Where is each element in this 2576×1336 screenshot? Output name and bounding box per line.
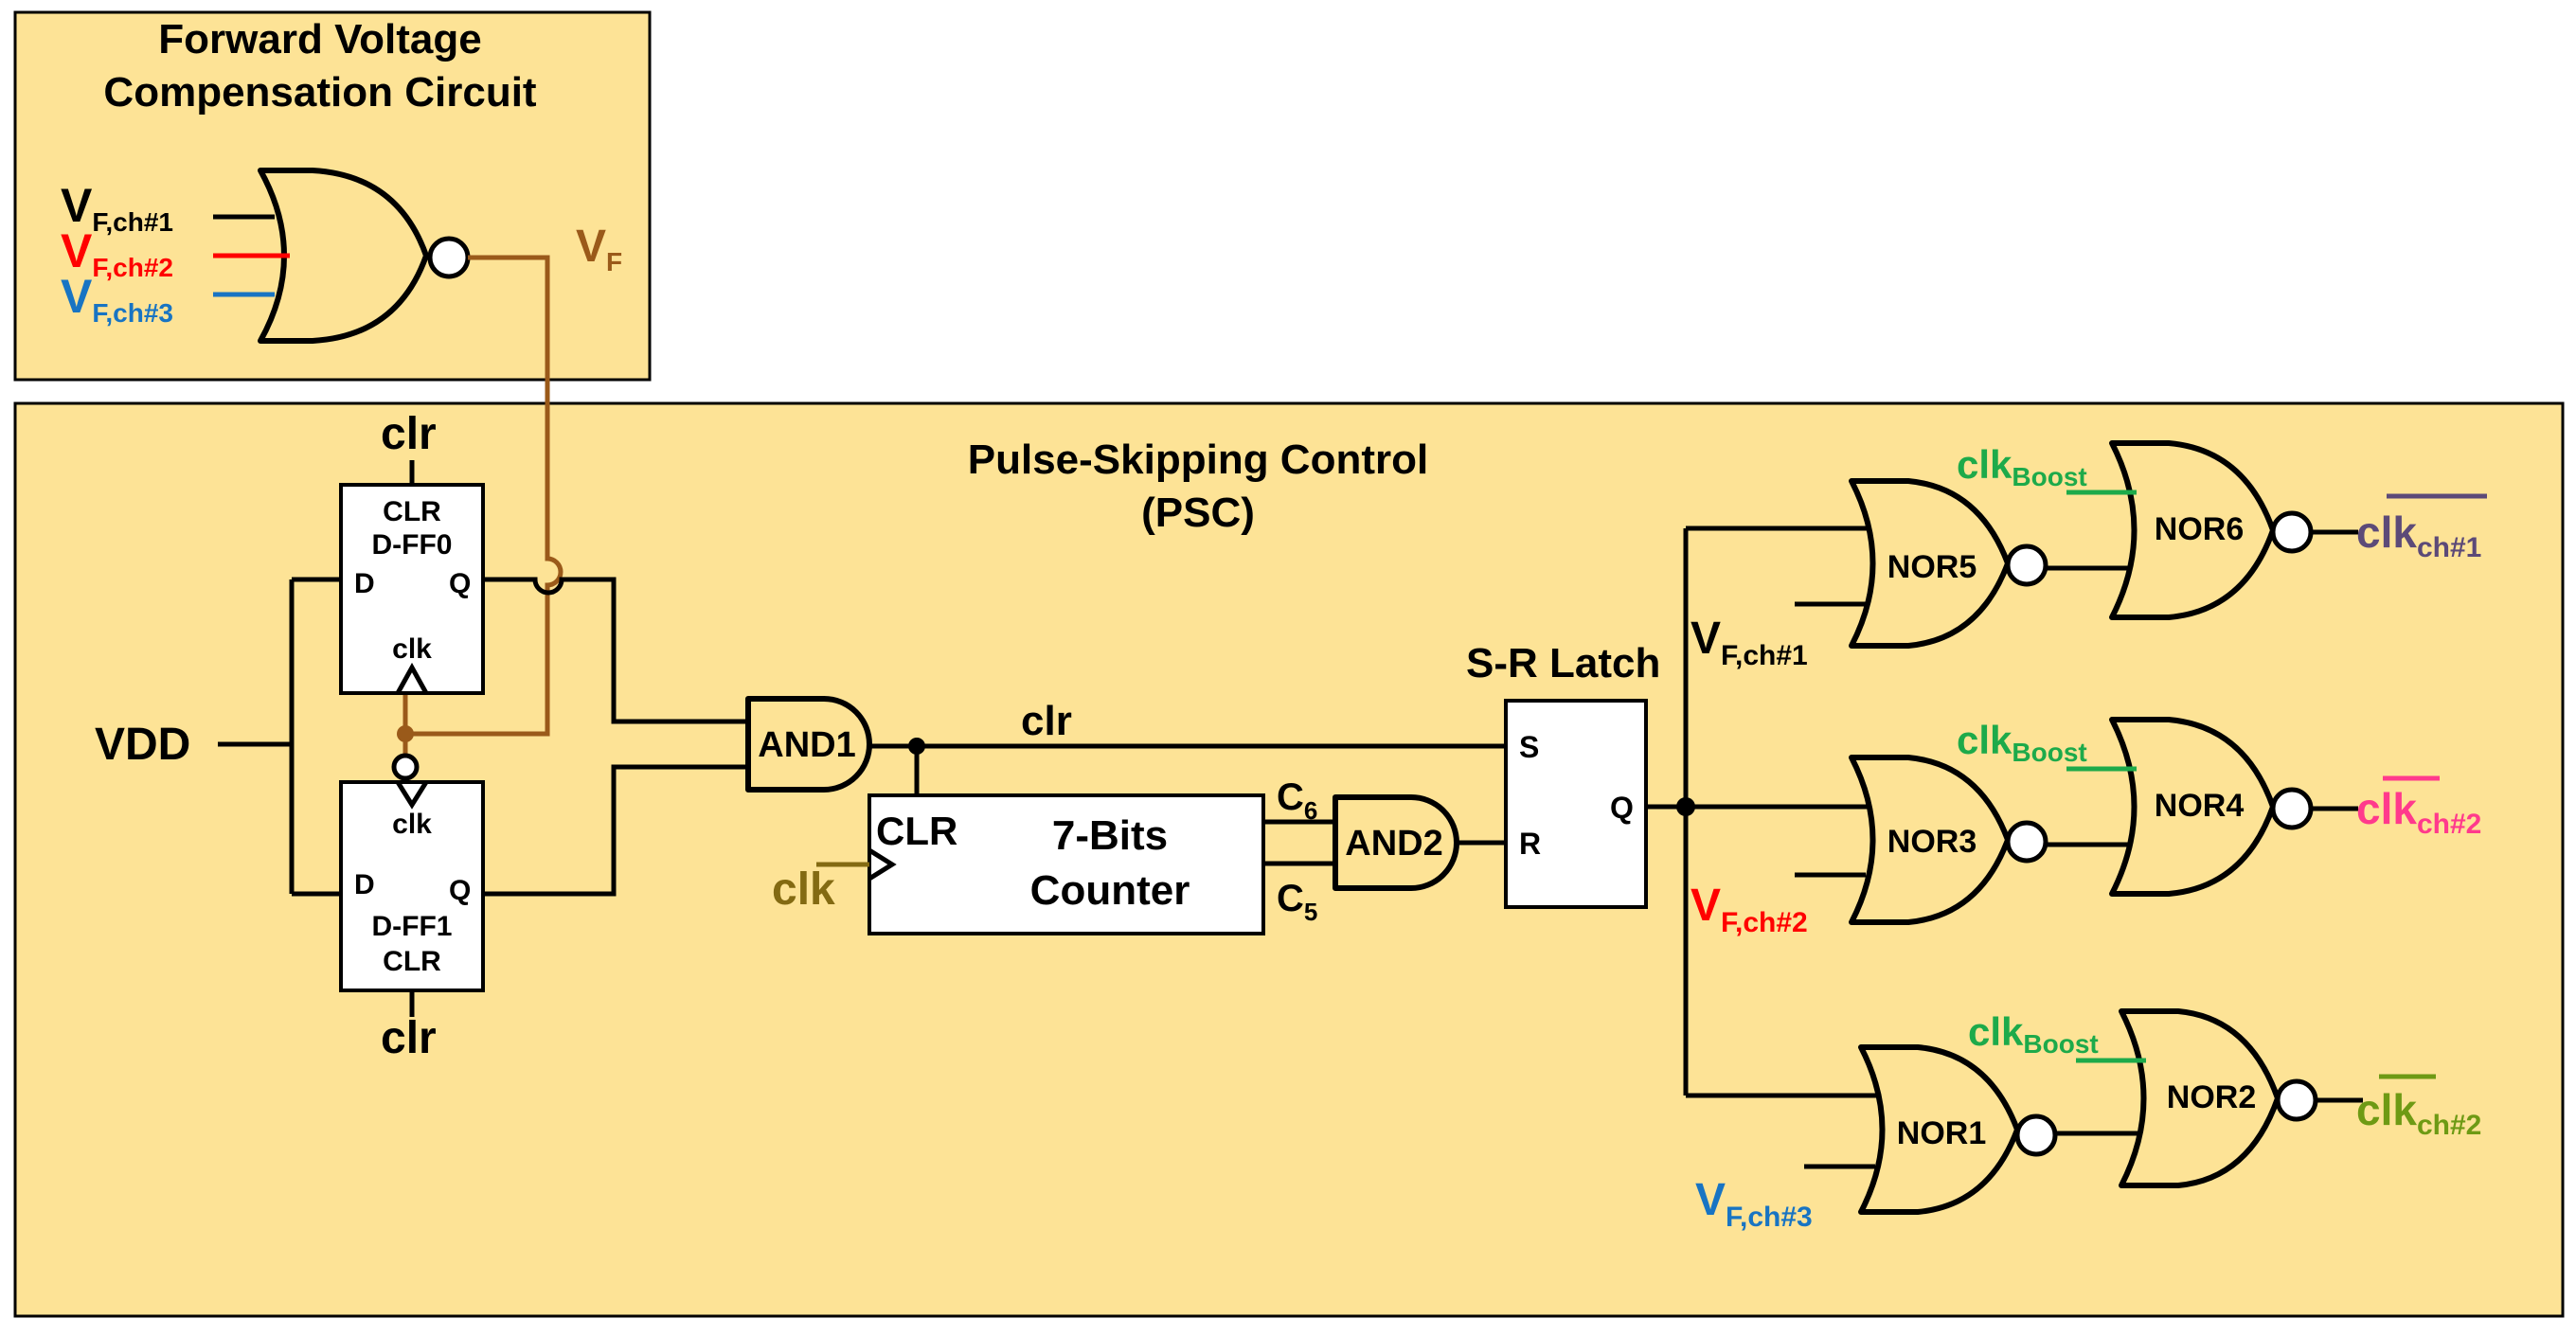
latch-s: S — [1519, 730, 1539, 764]
dff0-q: Q — [449, 568, 471, 599]
latch-title: S-R Latch — [1466, 640, 1660, 686]
clk-ch1-output-label: clkch#1 — [2356, 508, 2481, 563]
counter-clk-label: clk — [772, 864, 835, 915]
clk-boost-1-label: clkBoost — [1957, 442, 2087, 491]
nor1-bubble — [2014, 1113, 2058, 1157]
nor2-label: NOR2 — [2167, 1079, 2256, 1115]
psc-title-line2: (PSC) — [1141, 490, 1255, 536]
fvc-nor-bubble — [427, 236, 471, 279]
nor4-gate — [2109, 717, 2276, 897]
latch-r: R — [1519, 827, 1541, 861]
clk-boost-3-label: clkBoost — [1968, 1009, 2099, 1059]
dff1-clk: clk — [392, 809, 432, 840]
nor3-label: NOR3 — [1887, 824, 1977, 860]
vf-ch1-label: VF,ch#1 — [1690, 614, 1808, 671]
and1-gate — [745, 696, 872, 793]
counter-line1: 7-Bits — [1052, 812, 1168, 859]
clr-top-label: clr — [381, 409, 437, 459]
dff0-clr: CLR — [383, 496, 441, 527]
and2-gate — [1333, 794, 1459, 891]
nor1-gate — [1858, 1044, 2020, 1215]
counter-clr: CLR — [876, 809, 957, 853]
dff0-clk: clk — [392, 633, 432, 665]
dff0-clk-triangle — [395, 662, 429, 695]
counter-clk-triangle — [868, 847, 897, 882]
and1-label: AND1 — [758, 725, 855, 765]
clk-ch2-b-output-label: clkch#2 — [2356, 1085, 2481, 1141]
dff1-clk-triangle — [395, 780, 429, 810]
vf-ch2-label: VF,ch#2 — [1690, 881, 1808, 938]
counter-box — [868, 793, 1265, 935]
nor6-label: NOR6 — [2155, 511, 2244, 547]
nor5-bubble — [2005, 543, 2048, 587]
fvc-title-line2: Compensation Circuit — [103, 69, 536, 116]
and2-label: AND2 — [1345, 824, 1442, 864]
nor4-label: NOR4 — [2155, 788, 2245, 824]
dff0-box — [339, 483, 485, 695]
dff1-clr: CLR — [383, 946, 441, 977]
nor6-bubble — [2270, 510, 2314, 554]
clr-net-label: clr — [1021, 698, 1072, 744]
vf-ch3-label: VF,ch#3 — [1695, 1175, 1813, 1233]
clk-ch2-output-label: clkch#2 — [2356, 784, 2481, 840]
nor6-gate — [2109, 440, 2276, 620]
dff1-name: D-FF1 — [372, 911, 453, 942]
output-row-3: NOR1 NOR2 clkBoost VF,ch#3 clkch#2 — [1695, 1008, 2481, 1233]
dff0-name: D-FF0 — [372, 529, 453, 561]
counter-line2: Counter — [1030, 867, 1190, 914]
dff1-q: Q — [449, 875, 471, 906]
latch-box — [1504, 699, 1648, 909]
q0-wire — [483, 577, 748, 724]
nor3-gate — [1849, 755, 2011, 925]
dff0-d: D — [354, 568, 375, 599]
nor2-gate — [2119, 1008, 2281, 1188]
fvc-title-line1: Forward Voltage — [158, 16, 481, 62]
q-distribution-wire — [1683, 525, 1880, 1098]
nor1-label: NOR1 — [1897, 1115, 1986, 1151]
vdd-label: VDD — [95, 720, 190, 770]
c5-label: C5 — [1277, 878, 1317, 926]
nor3-bubble — [2005, 820, 2048, 864]
fvc-output-label: VF — [576, 222, 622, 276]
latch-q: Q — [1610, 791, 1634, 825]
fvc-input-3-label: VF,ch#3 — [61, 270, 173, 328]
dff1-box — [339, 780, 485, 992]
nor2-bubble — [2275, 1078, 2318, 1122]
nor4-bubble — [2270, 787, 2314, 830]
output-row-1: NOR5 NOR6 clkBoost VF,ch#1 clkch#1 — [1690, 440, 2481, 671]
fvc-input-2-label: VF,ch#2 — [61, 224, 173, 282]
fvc-input-1-label: VF,ch#1 — [61, 179, 173, 237]
vf-junction-dot — [397, 725, 414, 742]
vdd-wire — [218, 577, 341, 897]
psc-title-line1: Pulse-Skipping Control — [968, 436, 1428, 483]
nor5-gate — [1849, 478, 2011, 649]
dff1-clk-bubble — [391, 753, 420, 781]
dff1-d: D — [354, 869, 375, 900]
c6-label: C6 — [1277, 776, 1317, 825]
clr-bottom-label: clr — [381, 1013, 437, 1063]
q1-wire — [483, 764, 748, 897]
nor5-label: NOR5 — [1887, 549, 1977, 585]
output-row-2: NOR3 NOR4 clkBoost VF,ch#2 clkch#2 — [1690, 717, 2481, 938]
clk-boost-2-label: clkBoost — [1957, 718, 2087, 767]
